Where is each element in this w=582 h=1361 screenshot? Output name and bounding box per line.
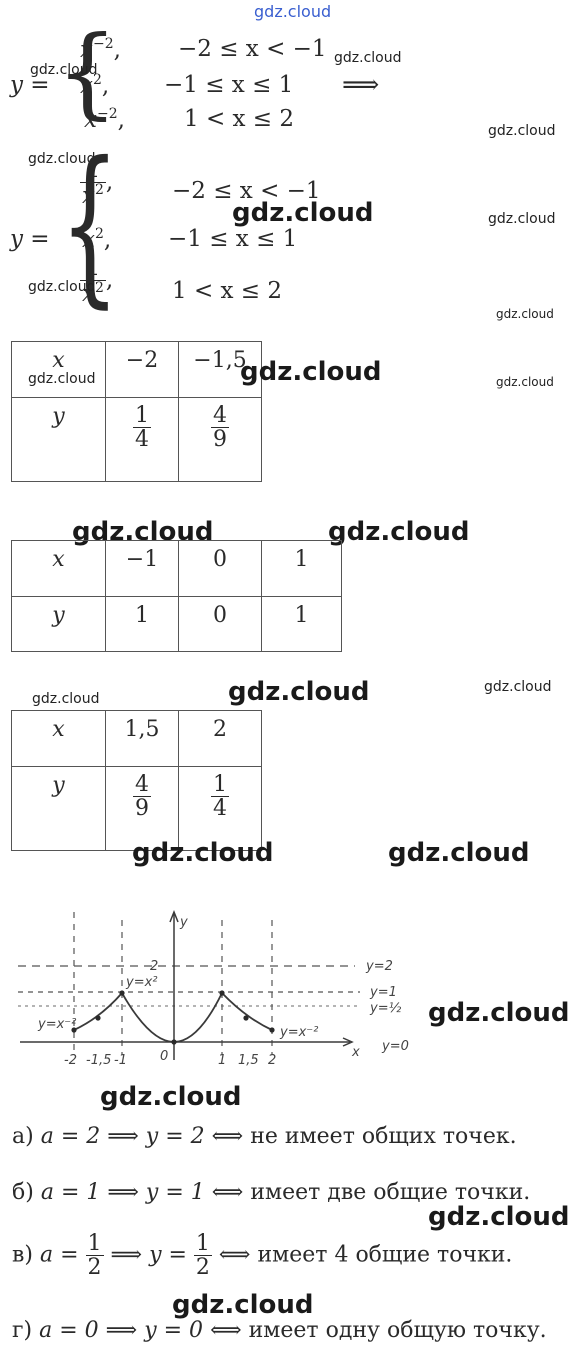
point: [71, 1027, 77, 1033]
watermark-18: gdz.cloud: [388, 838, 530, 868]
point: [95, 1015, 101, 1021]
origin-label: 0: [160, 1049, 168, 1064]
table1-x-cell: −1,5: [178, 341, 262, 398]
line-label-y1: y=1: [369, 985, 397, 1000]
table2-y-header: y: [11, 596, 106, 652]
table2-y-cell: 0: [178, 596, 262, 652]
watermark-19: gdz.cloud: [428, 998, 570, 1028]
watermark-16: gdz.cloud: [484, 679, 552, 695]
watermark-7: gdz.cloud: [28, 279, 96, 295]
watermark-20: gdz.cloud: [100, 1082, 242, 1112]
system2-cond-3: 1 < x ≤ 2: [172, 278, 283, 304]
answer-a: а) a = 2 ⟹ y = 2 ⟺ не имеет общих точек.: [12, 1124, 517, 1149]
curve-left-hyperbola: [73, 992, 123, 1031]
watermark-2: gdz.cloud: [30, 62, 98, 78]
table2-x-cell: 0: [178, 540, 262, 597]
y-tick-2: 2: [150, 959, 158, 974]
watermark-3: gdz.cloud: [488, 123, 556, 139]
table2-y-cell: 1: [261, 596, 342, 652]
system1-cond-2: −1 ≤ x ≤ 1: [164, 72, 294, 98]
y-axis-label: y: [179, 915, 188, 930]
point: [219, 990, 225, 996]
line-label-y0: y=0: [381, 1039, 409, 1054]
watermark-5: gdz.cloud: [232, 198, 374, 228]
x-tick: -2: [64, 1053, 77, 1068]
watermark-8: gdz.cloud: [496, 307, 554, 321]
table3-x-cell: 2: [178, 710, 262, 767]
x-tick: 1,5: [238, 1053, 259, 1068]
x-tick: 2: [268, 1053, 276, 1068]
line-label-yhalf: y=½: [369, 1001, 402, 1016]
point: [171, 1039, 177, 1045]
point: [269, 1027, 275, 1033]
y-axis-arrow: [169, 909, 179, 923]
table3-x-header: x: [11, 710, 106, 767]
system1-row-1: x−2,: [80, 36, 121, 63]
answer-d: г) a = 0 ⟹ y = 0 ⟺ имеет одну общую точк…: [12, 1318, 547, 1343]
system1-lhs: y =: [10, 72, 50, 98]
system2-cond-1: −2 ≤ x < −1: [172, 178, 321, 204]
table1-y-header: y: [11, 397, 106, 482]
watermark-15: gdz.cloud: [228, 677, 370, 707]
x-tick: 1: [218, 1053, 226, 1068]
watermark-top: gdz.cloud: [254, 2, 332, 21]
watermark-14: gdz.cloud: [32, 691, 100, 707]
system1-implies: ⟹: [342, 70, 380, 100]
system1-row-3: x−2,: [84, 106, 125, 133]
watermark-4: gdz.cloud: [28, 151, 96, 167]
answer-b: б) a = 1 ⟹ y = 1 ⟺ имеет две общие точки…: [12, 1180, 531, 1205]
curve-label-left: y=x⁻²: [37, 1017, 76, 1032]
x-axis-arrow: [342, 1037, 354, 1047]
system1-cond-1: −2 ≤ x < −1: [178, 36, 327, 62]
point: [243, 1015, 249, 1021]
watermark-11: gdz.cloud: [496, 375, 554, 389]
system2-brace: {: [60, 126, 120, 324]
watermark-17: gdz.cloud: [132, 838, 274, 868]
system1-row-2: x2,: [80, 72, 110, 99]
system2-cond-2: −1 ≤ x ≤ 1: [168, 226, 298, 252]
watermark-1: gdz.cloud: [334, 50, 402, 66]
system2-row-2: x2,: [82, 226, 112, 253]
watermark-21: gdz.cloud: [428, 1202, 570, 1232]
curve-label-right: y=x⁻²: [279, 1025, 318, 1040]
x-axis-label: x: [351, 1045, 360, 1060]
system2-lhs: y =: [10, 226, 50, 252]
watermark-6: gdz.cloud: [488, 211, 556, 227]
point: [119, 990, 125, 996]
table-2: x −1 0 1 y 1 0 1: [11, 540, 342, 652]
table2-x-cell: −1: [105, 540, 179, 597]
system1-cond-3: 1 < x ≤ 2: [184, 106, 295, 132]
table2-y-cell: 1: [105, 596, 179, 652]
x-tick: -1,5: [86, 1053, 111, 1068]
system1-brace: {: [56, 16, 119, 130]
table1-x-header: x: [11, 341, 106, 398]
table1-x-cell: −2: [105, 341, 179, 398]
table2-x-header: x: [11, 540, 106, 597]
watermark-22: gdz.cloud: [172, 1290, 314, 1320]
watermark-9: gdz.cloud: [28, 371, 96, 387]
curve-parabola: [121, 992, 223, 1043]
table3-x-cell: 1,5: [105, 710, 179, 767]
table2-x-cell: 1: [261, 540, 342, 597]
curve-right-hyperbola: [221, 992, 273, 1031]
curve-label-parabola: y=x²: [125, 975, 158, 990]
x-tick: -1: [114, 1053, 127, 1068]
watermark-10: gdz.cloud: [240, 357, 382, 387]
watermark-13: gdz.cloud: [328, 517, 470, 547]
function-graph: y x 0 2 -2 -1,5 -1 1 1,5 2 y=x⁻² y=x² y=…: [18, 909, 409, 1068]
line-label-y2: y=2: [365, 959, 393, 974]
table3-y-header: y: [11, 766, 106, 851]
